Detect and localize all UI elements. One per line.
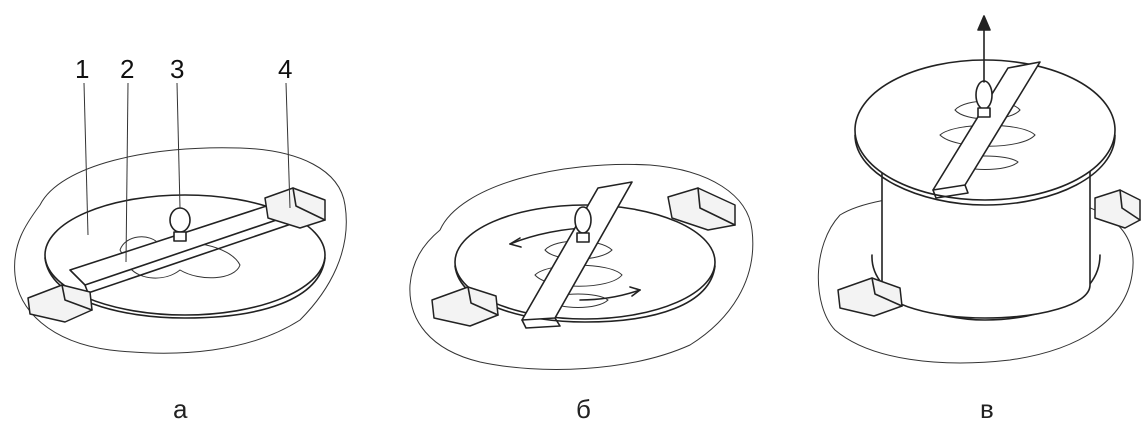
label-part-4: 4 [278, 54, 292, 84]
bracket-left-b [431, 286, 499, 327]
bracket-left-a [27, 284, 93, 323]
eye-bolt-nut-b [576, 232, 590, 243]
bracket-right-c [1094, 189, 1141, 229]
eye-bolt-ring-a [169, 207, 191, 233]
cover-opening-a [119, 236, 241, 279]
eye-bolt-ring-c [975, 80, 993, 110]
eye-bolt-ring-b [574, 206, 592, 234]
rotation-arrow-lower [579, 289, 641, 301]
ground-outline-a [14, 147, 347, 354]
label-part-3: 3 [170, 54, 184, 84]
ground-outline-b [409, 163, 754, 370]
panel-c: в [817, 15, 1141, 424]
label-part-2: 2 [120, 54, 134, 84]
panel-a: 1 2 3 4 а [14, 54, 347, 424]
caption-b: б [576, 394, 591, 424]
eye-bolt-nut-a [173, 231, 187, 242]
caption-c: в [980, 394, 994, 424]
label-part-1: 1 [75, 54, 89, 84]
panel-b: б [409, 163, 754, 424]
caption-a: а [173, 394, 188, 424]
eye-bolt-nut-c [977, 107, 991, 118]
